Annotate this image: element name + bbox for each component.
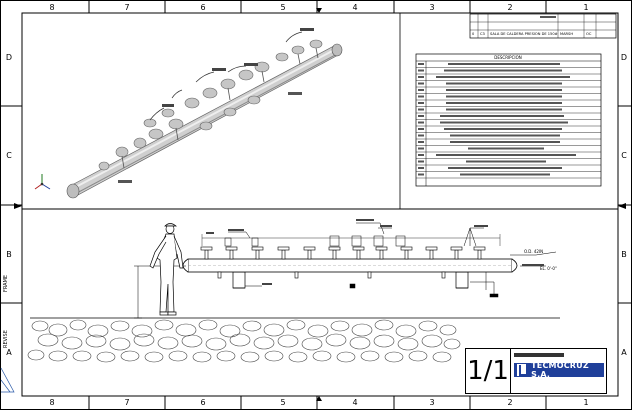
iso-supports	[118, 92, 302, 183]
company-band: TECMOCRUZ S.A.	[514, 361, 604, 379]
column-label-bottom-4: 4	[352, 398, 357, 407]
column-label-bottom-5: 5	[280, 398, 285, 407]
valve-bodies	[224, 235, 406, 247]
iso-callout-leaders	[149, 31, 303, 121]
column-label-bottom-6: 6	[200, 398, 205, 407]
isometric-view	[34, 28, 343, 199]
column-label-top-1: 1	[583, 3, 588, 12]
iso-nozzles	[121, 47, 319, 169]
callout-tags	[206, 219, 544, 285]
drawing-code-bar	[514, 353, 564, 357]
header-bottom-nozzles	[217, 271, 446, 279]
iso-valve-flanges	[98, 39, 323, 171]
description-row-marks	[418, 63, 576, 176]
side-label-frame: FRAME	[3, 275, 9, 292]
axis-triad-icon	[34, 174, 51, 190]
iso-callout-tags	[162, 28, 314, 107]
revision-by: MARSH	[560, 32, 573, 36]
column-label-top-7: 7	[124, 3, 129, 12]
row-label-right-b: B	[621, 250, 627, 259]
gravel-bed	[27, 319, 461, 363]
row-label-left-b: B	[6, 250, 12, 259]
column-label-top-2: 2	[507, 3, 512, 12]
row-label-right-d: D	[621, 53, 627, 62]
elevation-view: O.D. 42IN EL. 0'-0"	[27, 219, 560, 363]
revision-check: OC	[586, 32, 592, 36]
column-label-bottom-7: 7	[124, 398, 129, 407]
row-label-left-c: C	[6, 151, 12, 160]
header-pipe-elevation	[182, 258, 518, 273]
sheet-number: 1/1	[466, 349, 511, 393]
dimension-label: O.D. 42IN	[524, 249, 543, 254]
row-label-right-a: A	[621, 348, 627, 357]
description-table-title: DESCRIPCION	[494, 55, 521, 60]
centering-marks	[14, 8, 626, 401]
column-label-top-3: 3	[429, 3, 434, 12]
company-name: TECMOCRUZ S.A.	[531, 361, 589, 379]
header-nozzles	[200, 246, 486, 260]
support-dims	[245, 266, 499, 298]
human-scale-figure	[149, 223, 184, 316]
top-dimension-line	[201, 234, 501, 246]
title-block: 1/1 TECMOCRUZ S.A.	[465, 348, 607, 394]
column-ticks	[88, 1, 547, 409]
row-label-right-c: C	[621, 151, 627, 160]
revision-description: SALA DE CALDERA PRESION DE 150#	[490, 32, 558, 36]
column-label-bottom-2: 2	[507, 398, 512, 407]
column-label-top-5: 5	[280, 3, 285, 12]
column-label-bottom-3: 3	[429, 398, 434, 407]
revision-block: 0 C3 SALA DE CALDERA PRESION DE 150# MAR…	[469, 13, 617, 39]
column-label-top-8: 8	[49, 3, 54, 12]
row-label-left-d: D	[6, 53, 12, 62]
column-label-bottom-8: 8	[49, 398, 54, 407]
column-label-top-6: 6	[200, 3, 205, 12]
company-logo-icon	[516, 363, 528, 377]
revision-code: C3	[480, 32, 485, 36]
side-label-revise: REVISE	[3, 330, 9, 348]
column-label-top-4: 4	[352, 3, 357, 12]
row-label-left-a: A	[6, 348, 12, 357]
elevation-label: EL. 0'-0"	[540, 266, 557, 271]
header-supports	[232, 271, 469, 289]
description-table: DESCRIPCION	[415, 53, 602, 187]
revision-number: 0	[472, 32, 475, 36]
corner-mark	[0, 367, 15, 393]
column-label-bottom-1: 1	[583, 398, 588, 407]
